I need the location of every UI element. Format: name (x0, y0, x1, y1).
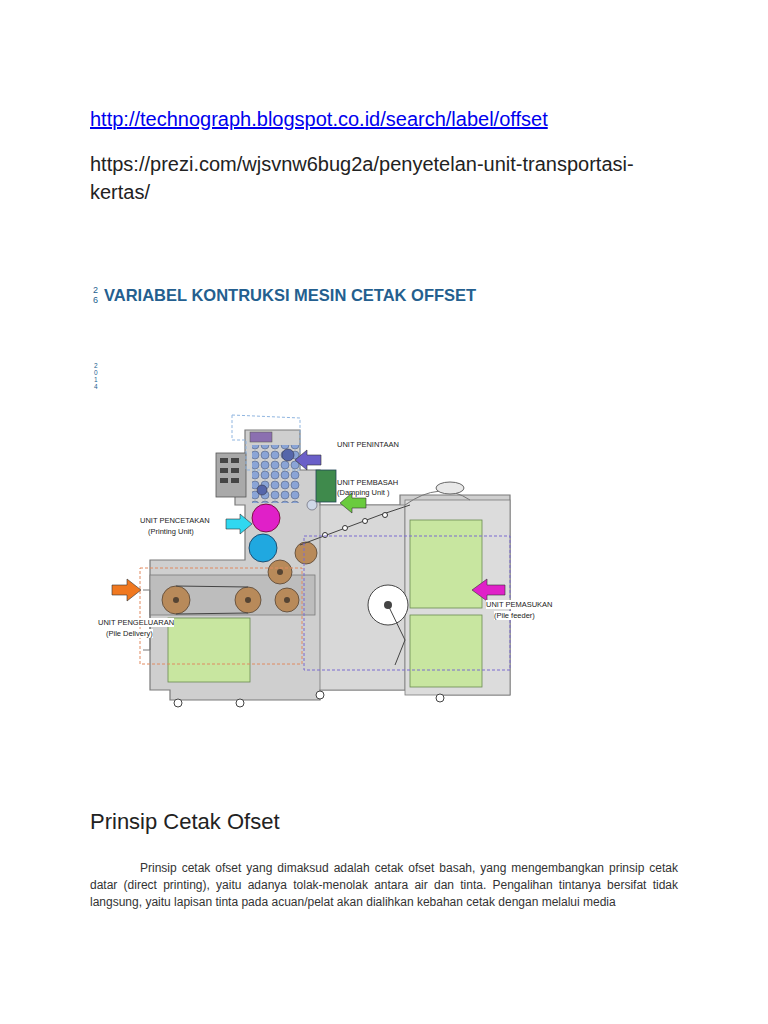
machine-part (300, 505, 410, 545)
date-year: 2014 (94, 362, 98, 391)
unit-label: (Printing Unit) (148, 527, 194, 536)
machine-part (176, 586, 248, 614)
machine-part (275, 588, 299, 612)
machine-part (226, 514, 252, 534)
machine-part (168, 618, 250, 682)
machine-part (323, 533, 328, 538)
machine-part (112, 579, 141, 601)
unit-label: (Damping Unit ) (337, 488, 390, 497)
machine-part (173, 597, 179, 603)
heading: VARIABEL KONTRUKSI MESIN CETAK OFFSET (104, 286, 476, 305)
machine-part (277, 569, 283, 575)
unit-label: (Pile Delivery) (106, 629, 153, 638)
machine-part (405, 491, 470, 505)
machine-part (343, 526, 348, 531)
unit-label: UNIT PEMASUKAN (486, 600, 553, 609)
section-heading: Prinsip Cetak Ofset (90, 809, 280, 835)
machine-part (249, 534, 277, 562)
machine-part (295, 450, 321, 470)
machine-part (236, 699, 244, 707)
machine-part (363, 519, 368, 524)
machine-part (268, 560, 292, 584)
machine-part (220, 478, 228, 483)
machine-part (245, 597, 251, 603)
machine-part (235, 587, 261, 613)
machine-part (220, 458, 228, 463)
machine-part (410, 520, 482, 608)
machine-part (405, 500, 510, 695)
machine-part (150, 575, 315, 615)
machine-part (257, 485, 267, 495)
machine-part (307, 500, 317, 510)
machine-part (174, 699, 182, 707)
machine-part (436, 694, 444, 702)
machine-part (140, 568, 302, 664)
machine-part (316, 470, 336, 502)
machine-part (252, 504, 280, 532)
unit-label: UNIT PENCETAKAN (140, 516, 210, 525)
machine-part (231, 478, 239, 483)
machine-part (295, 542, 317, 564)
date-day: 26 (93, 286, 98, 306)
machine-part (150, 430, 510, 700)
machine-part (410, 615, 482, 687)
machine-part (383, 513, 388, 518)
machine-part (162, 586, 190, 614)
machine-part (282, 449, 294, 461)
paragraph: Prinsip cetak ofset yang dimaksud adalah… (90, 860, 678, 911)
machine-part (250, 432, 272, 442)
unit-label: (Pile feeder) (494, 611, 535, 620)
machine-part (252, 445, 300, 503)
unit-label: UNIT PENGELUARAN (98, 618, 174, 627)
machine-part (220, 468, 228, 473)
machine-part (231, 468, 239, 473)
link: http://technograph.blogspot.co.id/search… (90, 108, 548, 131)
machine-part (388, 605, 405, 665)
link-text: https://prezi.com/wjsvnw6bug2a/penyetela… (90, 150, 690, 206)
machine-part (472, 579, 505, 601)
machine-part (316, 691, 324, 699)
unit-label: UNIT PENINTAAN (337, 440, 399, 449)
machine-part (436, 482, 464, 494)
machine-part (284, 597, 290, 603)
unit-label: UNIT PEMBASAH (337, 478, 398, 487)
machine-part (216, 453, 246, 497)
machine-part (231, 458, 239, 463)
machine-part (304, 536, 510, 670)
